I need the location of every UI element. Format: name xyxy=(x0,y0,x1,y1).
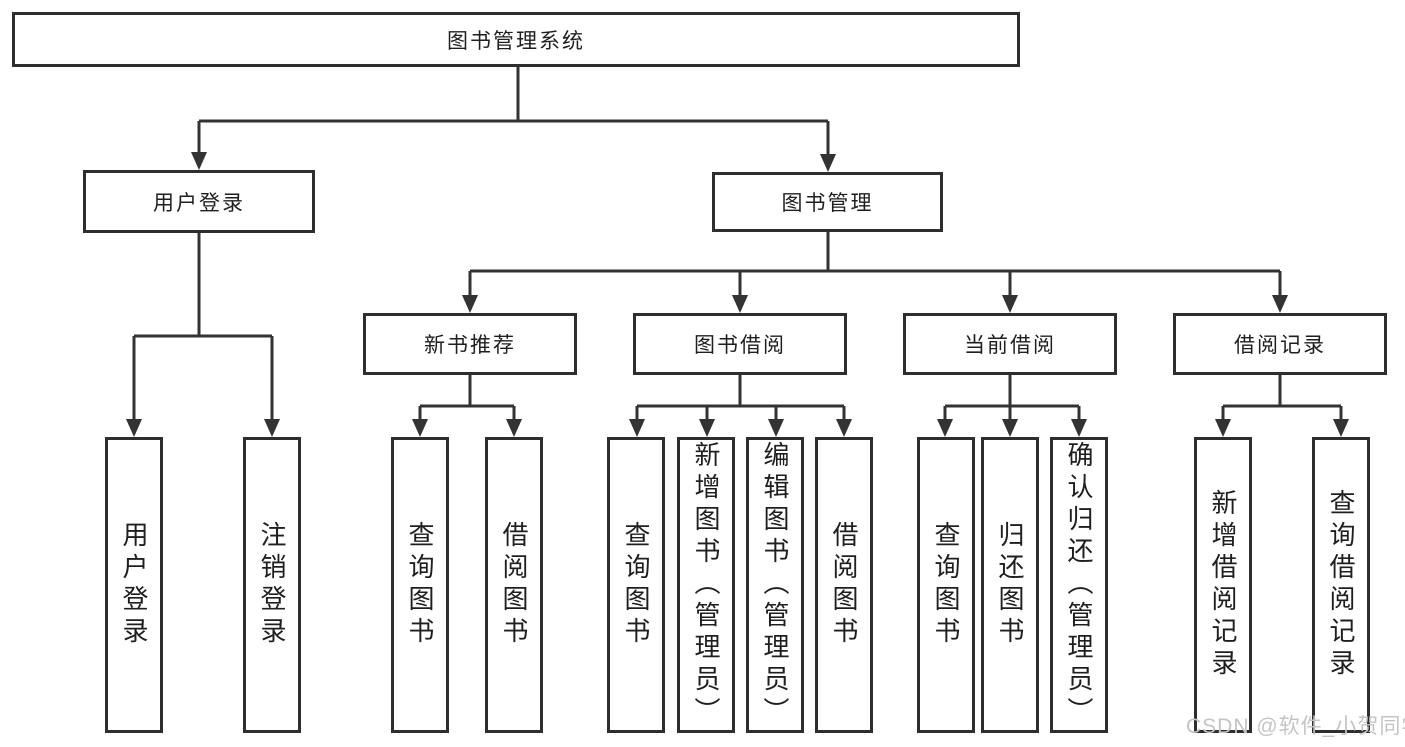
leaf-label: 借阅图书 xyxy=(499,521,529,649)
arrow-icon xyxy=(1002,419,1018,437)
arrow-icon xyxy=(820,154,836,172)
arrow-icon xyxy=(1002,295,1018,313)
leaf-return-books: 归还图书 xyxy=(981,437,1039,733)
leaf-label: 查询图书 xyxy=(931,521,961,649)
leaf-label: 用户登录 xyxy=(119,521,149,649)
leaf-label: 编辑图书（管理员） xyxy=(760,441,790,729)
node-user-login: 用户登录 xyxy=(83,170,315,233)
leaf-label: 查询图书 xyxy=(621,521,651,649)
arrow-icon xyxy=(462,295,478,313)
node-label: 当前借阅 xyxy=(964,334,1056,357)
node-current-borrowing: 当前借阅 xyxy=(903,313,1117,375)
connector-path xyxy=(132,66,1343,421)
arrow-icon xyxy=(629,419,645,437)
leaf-confirm-return-admin: 确认归还（管理员） xyxy=(1050,437,1108,733)
root-label: 图书管理系统 xyxy=(447,29,585,53)
arrow-icon xyxy=(1272,295,1288,313)
leaf-label: 查询借阅记录 xyxy=(1326,489,1356,681)
node-borrowing-records: 借阅记录 xyxy=(1173,313,1387,375)
arrow-icon xyxy=(768,419,784,437)
arrow-icon xyxy=(836,419,852,437)
leaf-add-borrow-record: 新增借阅记录 xyxy=(1194,437,1252,733)
leaf-user-login: 用户登录 xyxy=(105,437,163,733)
arrowheads xyxy=(126,152,1349,437)
leaf-label: 新增图书（管理员） xyxy=(691,441,721,729)
leaf-query-books: 查询图书 xyxy=(391,437,449,733)
node-book-borrowing: 图书借阅 xyxy=(633,313,847,375)
arrow-icon xyxy=(732,295,748,313)
arrow-icon xyxy=(1333,419,1349,437)
arrow-icon xyxy=(412,419,428,437)
leaf-borrow-books: 借阅图书 xyxy=(815,437,873,733)
leaf-label: 查询图书 xyxy=(405,521,435,649)
arrow-icon xyxy=(1071,419,1087,437)
arrow-icon xyxy=(937,419,953,437)
node-label: 用户登录 xyxy=(153,191,245,215)
leaf-add-books-admin: 新增图书（管理员） xyxy=(677,437,735,733)
leaf-query-books: 查询图书 xyxy=(607,437,665,733)
leaf-edit-books-admin: 编辑图书（管理员） xyxy=(746,437,804,733)
arrow-icon xyxy=(506,419,522,437)
leaf-label: 借阅图书 xyxy=(829,521,859,649)
leaf-label: 确认归还（管理员） xyxy=(1064,441,1094,729)
node-book-management: 图书管理 xyxy=(712,172,943,232)
node-label: 借阅记录 xyxy=(1234,334,1326,357)
leaf-logout: 注销登录 xyxy=(243,437,301,733)
arrow-icon xyxy=(1215,419,1231,437)
node-label: 图书借阅 xyxy=(694,334,786,357)
node-library-management-system: 图书管理系统 xyxy=(12,12,1020,67)
node-label: 新书推荐 xyxy=(424,334,516,357)
arrow-icon xyxy=(264,419,280,437)
watermark: CSDN @软件_小贺同学 xyxy=(1186,715,1405,738)
leaf-label: 归还图书 xyxy=(995,521,1025,649)
leaf-query-borrow-record: 查询借阅记录 xyxy=(1312,437,1370,733)
node-new-book-recommendation: 新书推荐 xyxy=(363,313,577,375)
arrow-icon xyxy=(191,152,207,170)
arrow-icon xyxy=(126,419,142,437)
node-label: 图书管理 xyxy=(781,192,874,215)
leaf-label: 注销登录 xyxy=(257,521,287,649)
arrow-icon xyxy=(699,419,715,437)
leaf-borrow-books: 借阅图书 xyxy=(485,437,543,733)
leaf-query-books: 查询图书 xyxy=(917,437,975,733)
leaf-label: 新增借阅记录 xyxy=(1208,489,1238,681)
